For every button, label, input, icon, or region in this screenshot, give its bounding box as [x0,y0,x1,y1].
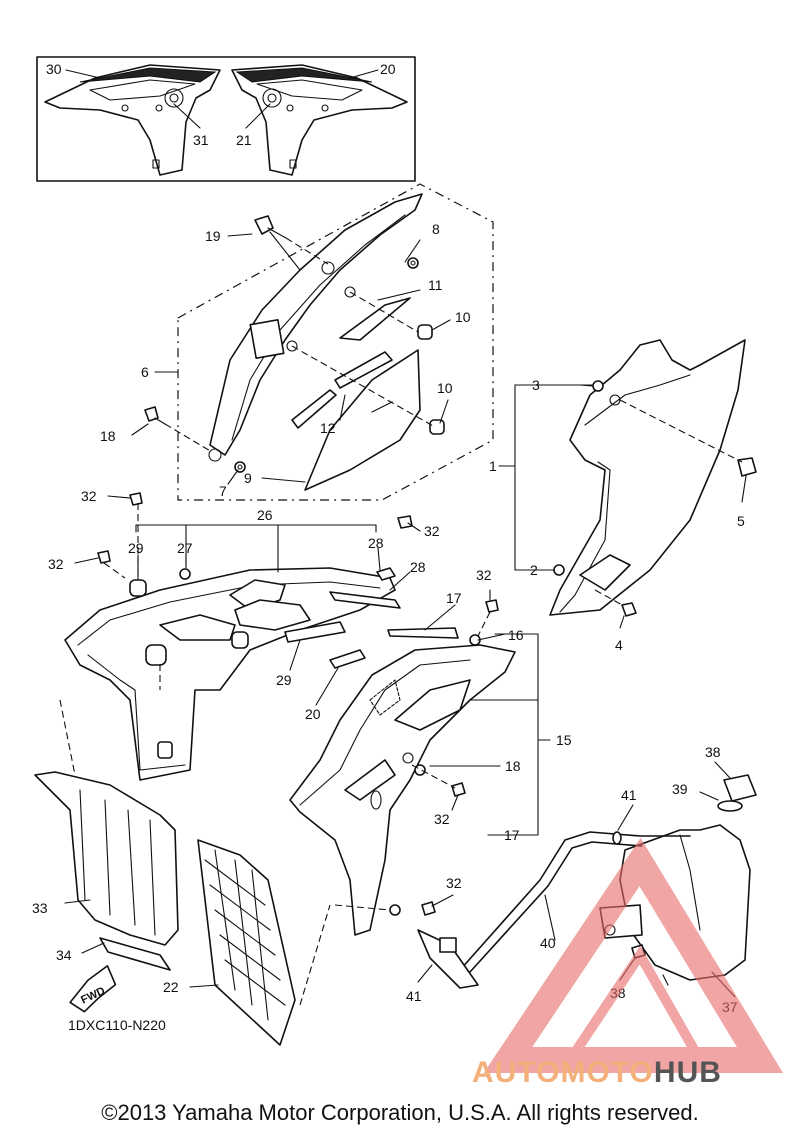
watermark-logo [483,837,784,1073]
strip-19 [387,627,459,639]
part-label: 12 [320,420,336,436]
part-label: 41 [621,787,637,803]
part-label: 17 [446,590,462,606]
part-label: 5 [737,513,745,529]
part-label: 32 [476,567,492,583]
part-label: 4 [615,637,623,653]
part-label: 20 [305,706,321,722]
upper-side-cover [208,193,423,462]
radiator-grille-23 [197,839,296,1046]
part-label: 20 [380,61,396,77]
part-label: 6 [141,364,149,380]
part-label: 3 [532,377,540,393]
bolt-14 [254,215,274,235]
cap-36 [723,774,757,802]
part-label: 17 [504,827,520,843]
fwd-arrow [69,965,117,1013]
part-label: 11 [428,277,443,293]
strip-11 [339,297,411,341]
part-label: 26 [257,507,273,523]
part-label: 39 [672,781,688,797]
part-label: 28 [410,559,426,575]
part-label: 9 [244,470,252,486]
watermark-text: AUTOMOTOHUB [472,1056,722,1089]
bolt-13 [144,406,159,422]
part-label: 10 [437,380,453,396]
part-label: 32 [434,811,450,827]
part-label: 19 [205,228,221,244]
bolt-5 [737,457,757,477]
part-label: 31 [193,132,209,148]
part-label: 41 [406,988,422,1004]
part-label: 32 [81,488,97,504]
part-label: 18 [505,758,521,774]
diagram-code: 1DXC110-N220 [68,1017,166,1033]
part-label: 16 [508,627,524,643]
strip-34 [99,937,171,971]
shroud-24 [64,567,396,781]
part-label: 34 [56,947,72,963]
hose-39 [459,831,691,971]
part-label: 8 [432,221,440,237]
grommet-26 [129,579,147,597]
right-decal [231,64,408,176]
decal-inset-box [36,56,416,182]
left-decal [44,64,221,176]
copyright-text: ©2013 Yamaha Motor Corporation, U.S.A. A… [101,1100,699,1125]
strip-20 [329,649,366,669]
gasket-37 [717,800,743,812]
shroud-15 [289,644,516,936]
strip-29 [284,621,346,643]
bolt-4 [621,602,637,617]
part-label: 33 [32,900,48,916]
strip-28 [329,591,401,609]
grommet-10b [429,419,445,435]
part-label: 30 [46,61,62,77]
part-label: 15 [556,732,572,748]
part-label: 2 [530,562,538,578]
grommet-10a [417,324,433,340]
side-cover-1 [549,339,746,616]
part-label: 29 [128,540,144,556]
scoop-33 [34,771,179,946]
part-label: 38 [705,744,721,760]
part-label: 1 [489,458,497,474]
part-label: 18 [100,428,116,444]
side-panel-9 [304,349,421,491]
part-label: 29 [276,672,292,688]
part-label: 40 [540,935,556,951]
part-label: 28 [368,535,384,551]
part-label: 7 [219,483,227,499]
part-label: 22 [163,979,179,995]
part-label: 27 [177,540,193,556]
part-label: 32 [48,556,64,572]
part-label: 21 [236,132,252,148]
group-6-outline [177,183,494,501]
part-label: 32 [446,875,462,891]
part-label: 10 [455,309,471,325]
part-label: 32 [424,523,440,539]
